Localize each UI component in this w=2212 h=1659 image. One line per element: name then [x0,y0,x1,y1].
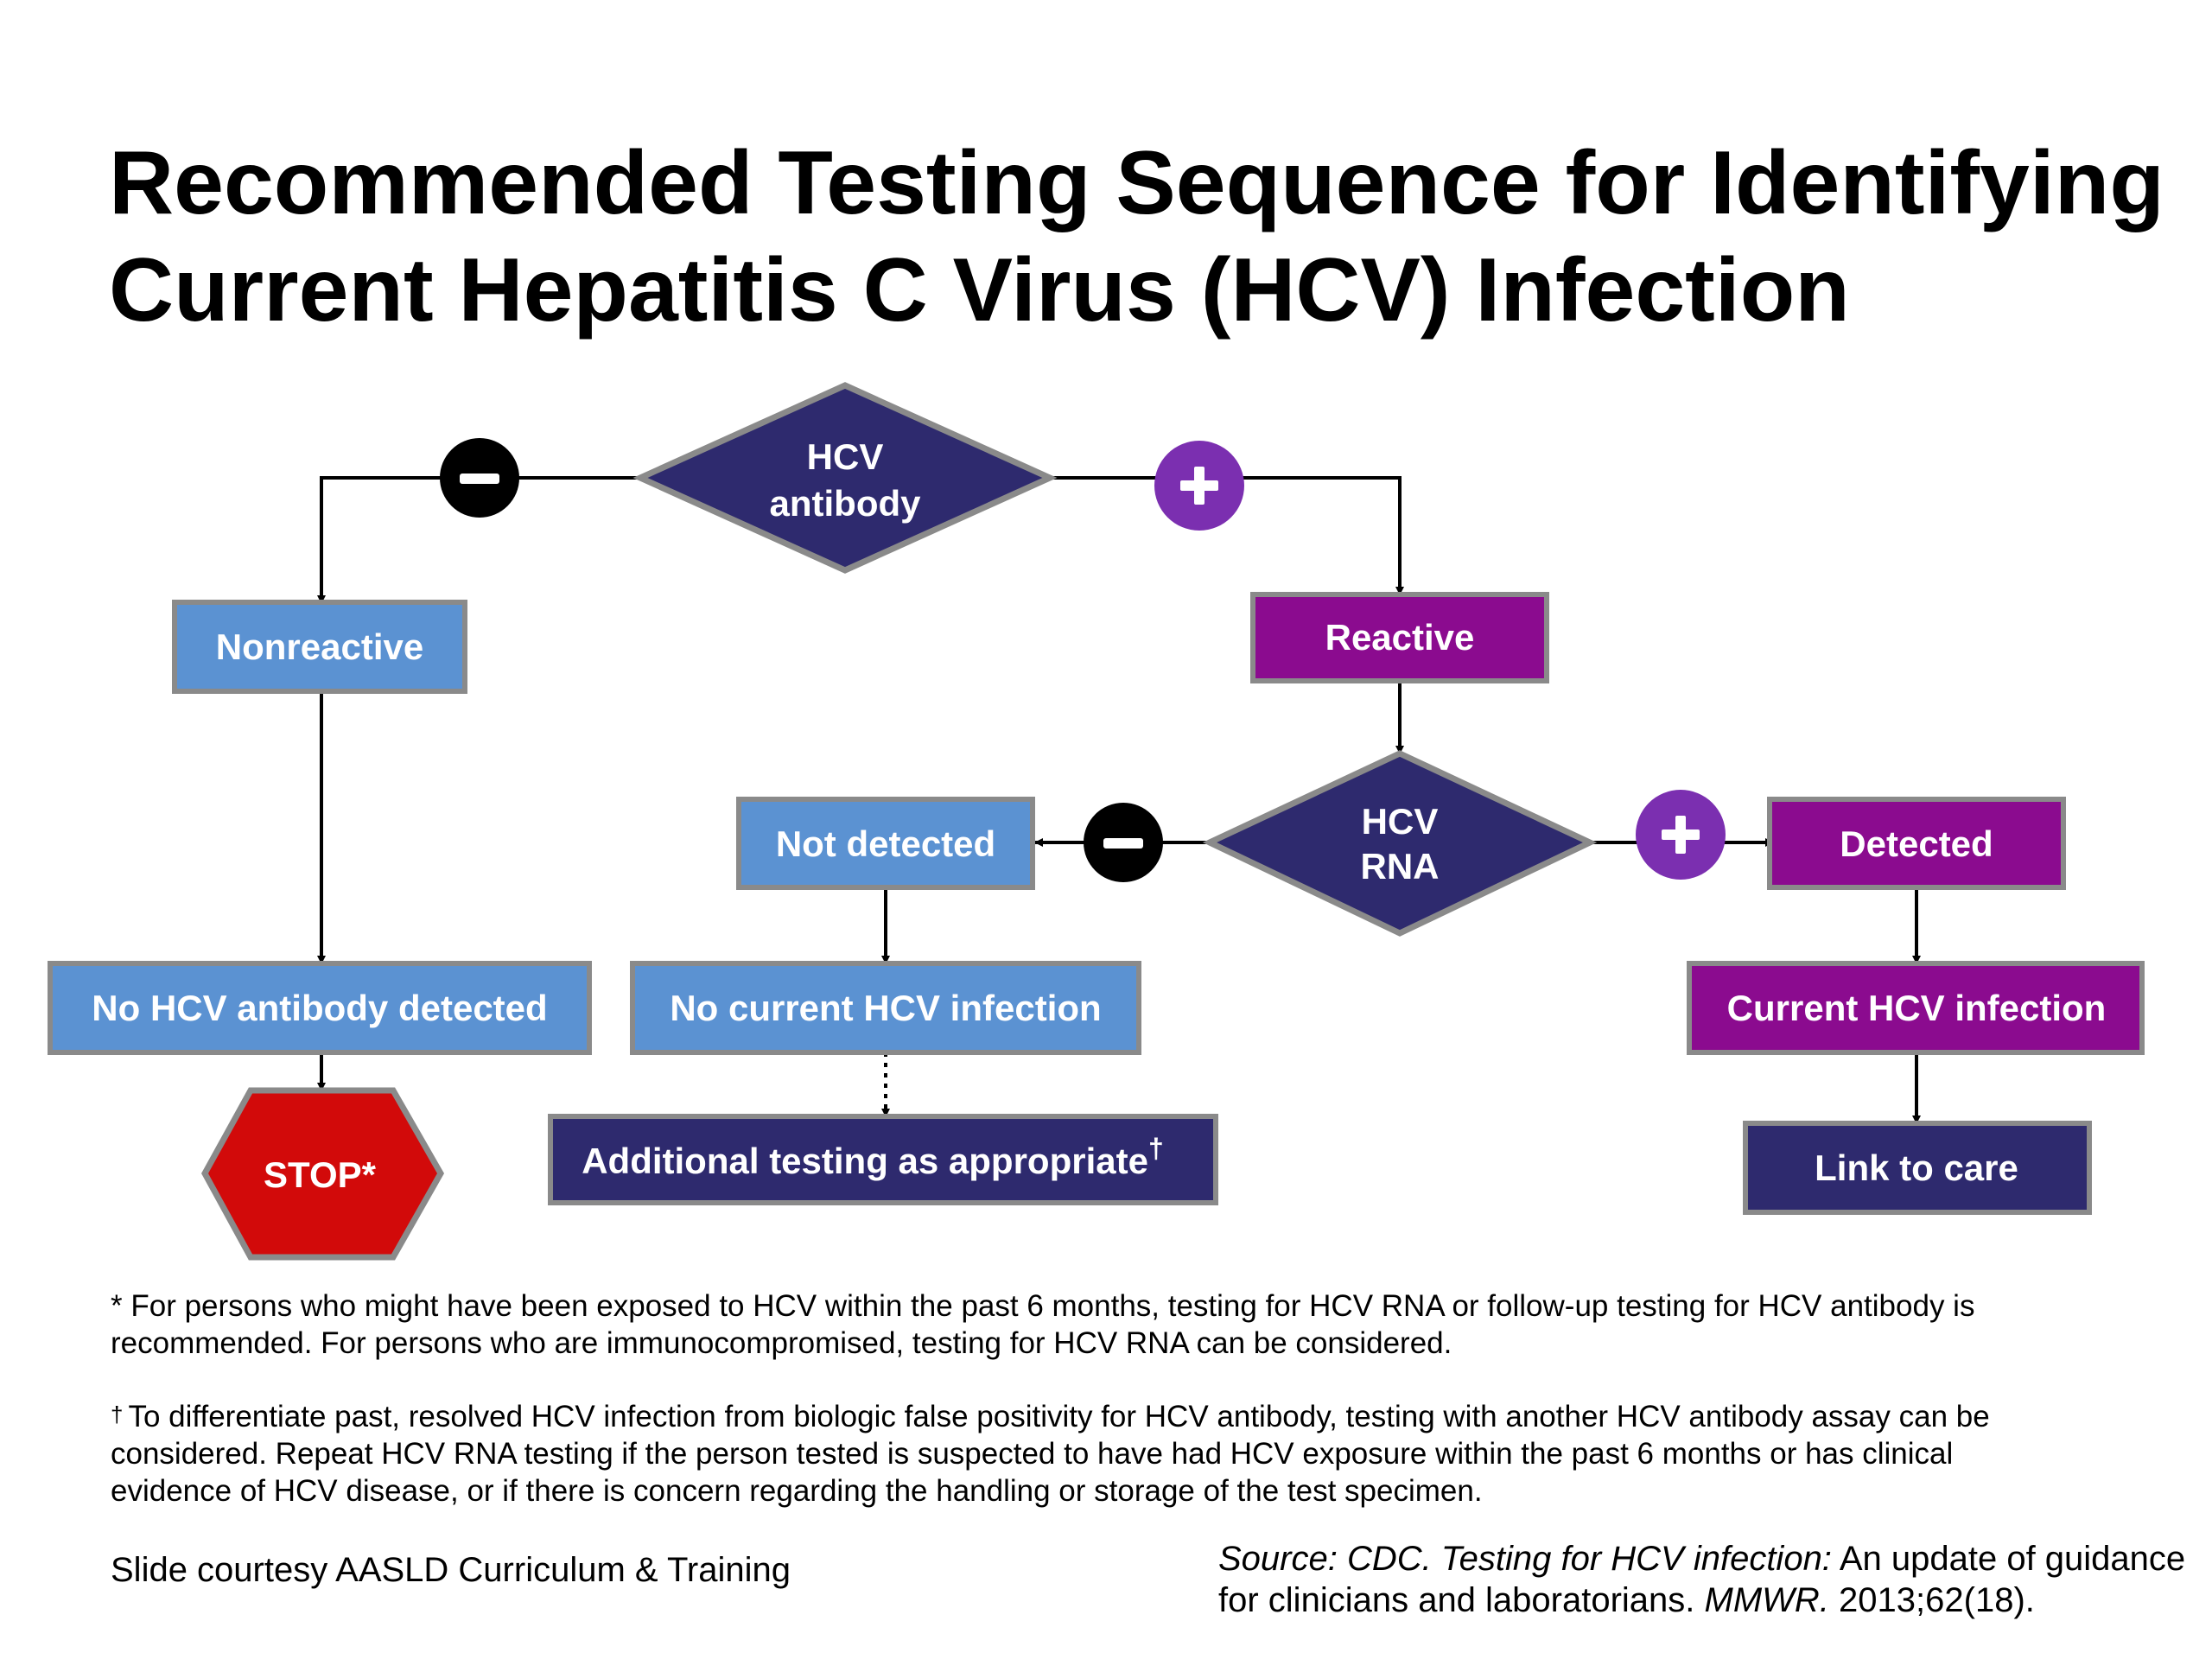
plus-circle-icon [1636,790,1726,880]
footnote-1-mark: * [111,1289,123,1323]
additional-testing-box: Additional testing as appropriate† [548,1114,1218,1205]
current-hcv-infection-label: Current HCV infection [1727,988,2107,1028]
title-line-1: Recommended Testing Sequence for Identif… [109,133,2164,233]
minus-circle-icon [1084,803,1163,882]
footnote-2-line-3: evidence of HCV disease, or if there is … [111,1474,1483,1508]
no-current-hcv-infection-box: No current HCV infection [630,961,1141,1055]
link-to-care-label: Link to care [1815,1147,2018,1188]
nonreactive-box: Nonreactive [172,600,467,694]
dagger-mark: † [1148,1133,1164,1164]
hcv-antibody-label-1: HCV [807,436,884,477]
not-detected-label: Not detected [776,823,995,864]
reactive-label: Reactive [1325,617,1475,658]
title-line-2: Current Hepatitis C Virus (HCV) Infectio… [109,240,1850,340]
footnote-2-line-2: considered. Repeat HCV RNA testing if th… [111,1437,1954,1471]
footnote-1-line-2: recommended. For persons who are immunoc… [111,1326,1452,1360]
page-title: Recommended Testing Sequence for Identif… [109,130,2183,344]
hcv-rna-label-1: HCV [1362,801,1439,842]
stop-sign: STOP* [201,1087,445,1261]
footnote-2: †To differentiate past, resolved HCV inf… [111,1398,2098,1510]
footnote-2-line-1: To differentiate past, resolved HCV infe… [128,1400,1990,1433]
source-citation: Source: CDC. Testing for HCV infection: … [1218,1538,2195,1621]
source-regular-1: An update of guidance [1831,1540,2186,1578]
hcv-antibody-label-2: antibody [770,483,922,524]
link-to-care-box: Link to care [1743,1121,2092,1215]
reactive-box: Reactive [1250,592,1549,683]
current-hcv-infection-box: Current HCV infection [1687,961,2145,1055]
no-current-hcv-infection-label: No current HCV infection [670,988,1101,1028]
hcv-rna-decision: HCV RNA [1202,750,1598,937]
additional-testing-label: Additional testing as appropriate [582,1141,1148,1181]
detected-label: Detected [1840,823,1993,864]
footnote-1-line-1: For persons who might have been exposed … [130,1289,1975,1323]
source-line-2-part-1: for clinicians and laboratorians. [1218,1581,1705,1619]
footnote-2-mark: † [111,1402,124,1427]
stop-label: STOP* [264,1154,377,1195]
not-detected-box: Not detected [736,797,1035,890]
no-hcv-antibody-detected-box: No HCV antibody detected [48,961,592,1055]
source-journal: MMWR. [1704,1581,1829,1619]
detected-box: Detected [1767,797,2066,890]
connector-antibody-to-nonreactive [317,476,644,604]
svg-text:Additional testing as appropri: Additional testing as appropriate† [582,1133,1164,1181]
source-line-2-part-2: 2013;62(18). [1828,1581,2035,1619]
nonreactive-label: Nonreactive [216,626,423,667]
no-hcv-antibody-detected-label: No HCV antibody detected [92,988,547,1028]
minus-circle-icon [440,438,519,518]
plus-circle-icon [1154,441,1244,531]
source-italic: Source: CDC. Testing for HCV infection: [1218,1540,1832,1578]
footnote-1: * For persons who might have been expose… [111,1287,2098,1362]
hcv-antibody-decision: HCV antibody [632,382,1058,574]
hcv-rna-label-2: RNA [1361,846,1440,887]
slide-courtesy: Slide courtesy AASLD Curriculum & Traini… [111,1551,791,1589]
